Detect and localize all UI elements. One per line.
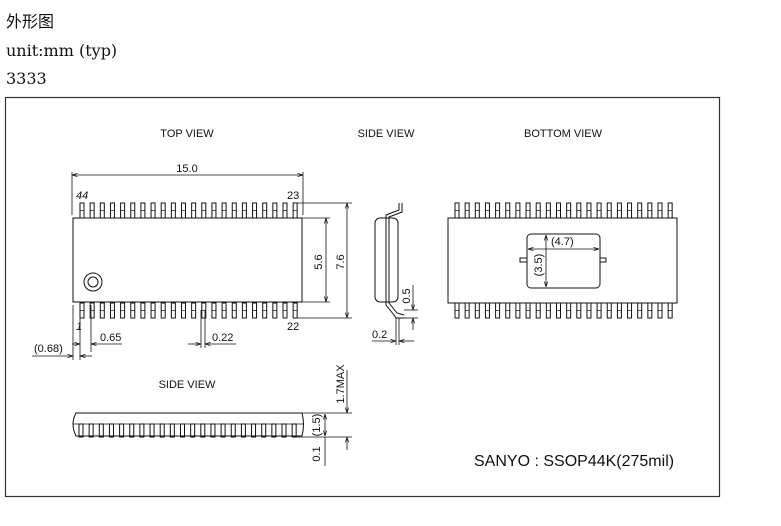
side-view-right: SIDE VIEW 0.2 0.5	[358, 128, 418, 345]
side-view-pin	[169, 423, 175, 438]
body-height-value: (1.5)	[311, 414, 323, 437]
package-name: SANYO : SSOP44K(275mil)	[474, 453, 674, 470]
bottom-view-label: BOTTOM VIEW	[524, 128, 603, 140]
side-view-bottom: SIDE VIEW 1.7MAX (1.5) 0.1	[72, 364, 352, 466]
pin-44-label: 44	[76, 190, 88, 202]
pin-22-label: 22	[287, 321, 299, 333]
unit-label: unit:mm (typ)	[6, 41, 118, 60]
pin-1-label: 1	[76, 321, 82, 333]
side-view-pin	[251, 423, 257, 438]
pin1-marker-inner	[87, 276, 99, 288]
side-view-pin	[220, 423, 226, 438]
side-view-pin	[240, 423, 246, 438]
side-view-label: SIDE VIEW	[358, 128, 415, 140]
pin1-marker-outer	[83, 272, 103, 292]
side-view-pin	[78, 423, 84, 438]
drawing-title: 外形图	[6, 12, 55, 31]
side-view-pin	[149, 423, 155, 438]
lead-width-value: 0.22	[212, 332, 233, 344]
side-view-pin	[271, 423, 277, 438]
side-view-pin	[119, 423, 125, 438]
side-view-pin	[88, 423, 94, 438]
bottom-view-body	[447, 217, 678, 304]
pin-23-label: 23	[287, 190, 299, 202]
side-view-pin	[190, 423, 196, 438]
pitch-value: 0.65	[100, 332, 121, 344]
bottom-view: BOTTOM VIEW (4.7) (3.5)	[447, 128, 678, 319]
side-view-pin	[129, 423, 135, 438]
body-width-value: 5.6	[313, 254, 325, 269]
top-view-body	[72, 217, 303, 303]
side-view-pin	[180, 423, 185, 438]
drawing-frame	[4, 96, 721, 498]
side-view-pin	[159, 423, 165, 438]
side-view-pin	[98, 423, 104, 438]
foot-length-value: 0.5	[401, 288, 413, 303]
side-body-long	[72, 412, 304, 437]
side-view-bottom-label: SIDE VIEW	[159, 379, 216, 391]
side-view-pin	[291, 423, 297, 438]
side-view-pin	[261, 423, 267, 438]
offset-value: (0.68)	[34, 343, 63, 355]
side-view-pin	[281, 423, 287, 438]
total-width-value: 7.6	[335, 254, 347, 269]
top-view: TOP VIEW 15.0 44 23 1 22 5.6 7.6 (0.68) …	[32, 128, 352, 360]
pad-height-value: (3.5)	[533, 254, 545, 277]
exposed-pad	[526, 233, 601, 289]
side-view-pin	[210, 423, 216, 438]
length-value: 15.0	[176, 163, 197, 175]
standoff-value: 0.1	[311, 446, 323, 461]
side-view-pin	[139, 423, 145, 438]
side-view-pin	[108, 423, 114, 438]
side-view-pin	[230, 423, 236, 438]
side-view-pin	[200, 423, 206, 438]
package-code: 3333	[6, 69, 47, 88]
top-view-label: TOP VIEW	[160, 128, 214, 140]
pad-width-value: (4.7)	[551, 236, 574, 248]
max-height-value: 1.7MAX	[335, 364, 347, 404]
lead-thickness-value: 0.2	[372, 329, 387, 341]
